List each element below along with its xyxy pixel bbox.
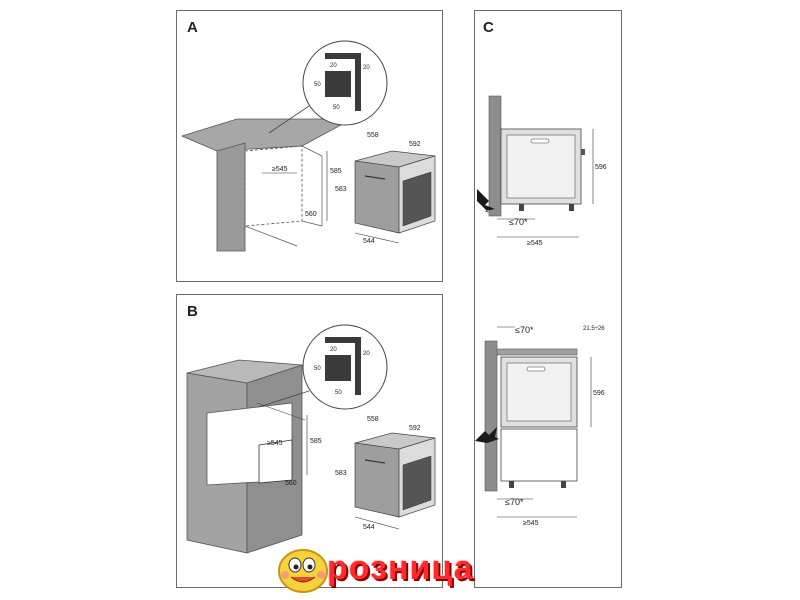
detail-side: 20 (363, 351, 370, 357)
lower-wall (484, 340, 498, 492)
panel-b-label: B (187, 303, 198, 320)
upper-wall (488, 95, 502, 217)
panel-a-label: A (187, 19, 198, 36)
oven-depth: 558 (367, 416, 379, 423)
niche-depth: 560 (285, 480, 297, 487)
lower-cabinet (500, 428, 578, 482)
niche-width: ≥545 (267, 440, 283, 447)
upper-height: 596 (595, 164, 607, 171)
niche-height: 585 (330, 168, 342, 175)
logo-text: розница (327, 549, 474, 587)
store-logo: розница (275, 543, 535, 598)
panel-c: C 596 ≤70* ≥545 ≤70* 21.5÷26 596 ≤70* (474, 10, 622, 588)
oven-height: 583 (335, 186, 347, 193)
detail-side: 20 (363, 65, 370, 71)
detail-top: 20 (330, 63, 337, 69)
detail-w: 50 (335, 390, 342, 396)
panel-b-drawing: ≥545 585 560 20 20 50 50 558 592 583 544 (186, 324, 436, 554)
oven-width: 544 (363, 238, 375, 245)
panel-c-label: C (483, 19, 494, 36)
detail-h: 50 (314, 366, 321, 372)
airflow-arrow-icon-2 (475, 427, 499, 443)
lower-countertop (496, 348, 578, 356)
panel-a-drawing: ≥545 585 560 20 20 50 50 558 592 583 544 (180, 40, 436, 252)
cabinet-body (216, 142, 246, 252)
panel-b: B ≥545 585 560 20 20 50 50 558 592 583 5… (176, 294, 443, 588)
oven-width: 544 (363, 524, 375, 531)
oven-width-top: 592 (409, 425, 421, 432)
oven-height: 583 (335, 470, 347, 477)
mascot-icon (278, 549, 328, 593)
airflow-arrow-icon (477, 189, 495, 213)
lower-height: 596 (593, 390, 605, 397)
panel-a: A ≥545 585 560 20 20 50 50 558 592 583 (176, 10, 443, 282)
lower-top-clearance: 21.5÷26 (583, 326, 605, 332)
detail-top: 20 (330, 347, 337, 353)
upper-depth: ≥545 (527, 240, 543, 247)
detail-w: 50 (333, 105, 340, 111)
panel-c-drawing: 596 ≤70* ≥545 ≤70* 21.5÷26 596 ≤70* ≥545 (475, 95, 607, 527)
oven-depth: 558 (367, 132, 379, 139)
lower-depth: ≥545 (523, 520, 539, 527)
niche-depth: 560 (305, 211, 317, 218)
niche-width: ≥545 (272, 166, 288, 173)
upper-gap: ≤70* (509, 217, 528, 227)
detail-h: 50 (314, 82, 321, 88)
niche-outline (244, 145, 303, 227)
niche-height: 585 (310, 438, 322, 445)
oven-front (354, 160, 400, 234)
lower-gap-top: ≤70* (515, 325, 534, 335)
oven-width-top: 592 (409, 141, 421, 148)
countertop (180, 118, 353, 152)
oven-front (354, 442, 400, 518)
lower-gap-bottom: ≤70* (505, 497, 524, 507)
